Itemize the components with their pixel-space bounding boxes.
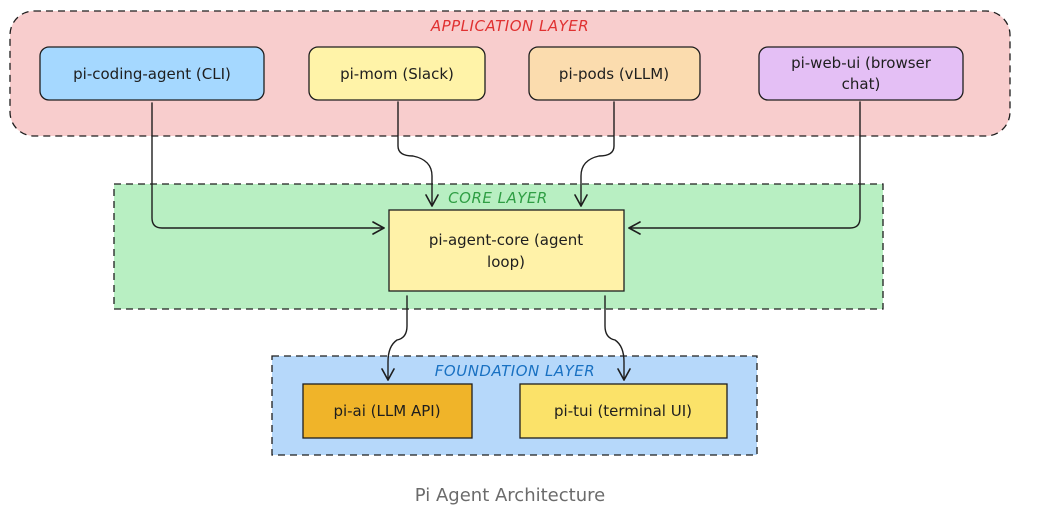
node-pi-pods: pi-pods (vLLM): [528, 46, 701, 101]
node-pi-agent-core-box: [388, 209, 625, 292]
node-pi-agent-core-label-line2: loop): [487, 253, 525, 271]
node-pi-coding-agent: pi-coding-agent (CLI): [39, 46, 265, 101]
arrow-pods-to-core: [574, 101, 615, 207]
diagram-caption: Pi Agent Architecture: [415, 485, 605, 506]
node-pi-web-ui-label-line1: pi-web-ui (browser: [791, 54, 932, 72]
connectors: [151, 101, 861, 381]
node-pi-coding-agent-box: [39, 46, 265, 101]
node-pi-tui-box: [519, 383, 728, 439]
node-pi-ai-label: pi-ai (LLM API): [333, 402, 440, 420]
node-pi-agent-core: pi-agent-core (agent loop): [388, 209, 625, 292]
arrow-core-to-tui: [604, 295, 631, 381]
node-pi-web-ui-label-line2: chat): [842, 75, 881, 93]
node-pi-tui-label: pi-tui (terminal UI): [554, 402, 692, 420]
node-pi-agent-core-label-line1: pi-agent-core (agent: [429, 231, 583, 249]
arrow-web-ui-to-core: [628, 101, 861, 235]
node-pi-mom-box: [308, 46, 486, 101]
node-pi-ai-box: [302, 383, 473, 439]
core-layer-title: CORE LAYER: [448, 189, 548, 207]
node-pi-pods-box: [528, 46, 701, 101]
node-pi-web-ui: pi-web-ui (browser chat): [758, 46, 964, 101]
node-pi-mom: pi-mom (Slack): [308, 46, 486, 101]
foundation-layer-title: FOUNDATION LAYER: [435, 362, 595, 380]
application-layer-title: APPLICATION LAYER: [430, 17, 589, 35]
application-layer: APPLICATION LAYER: [9, 10, 1011, 137]
arrow-mom-to-core: [397, 101, 439, 207]
node-pi-mom-label: pi-mom (Slack): [340, 65, 454, 83]
node-pi-ai: pi-ai (LLM API): [302, 383, 473, 439]
node-pi-web-ui-box: [758, 46, 964, 101]
node-pi-tui: pi-tui (terminal UI): [519, 383, 728, 439]
arrow-coding-agent-to-core: [151, 102, 385, 235]
node-pi-coding-agent-label: pi-coding-agent (CLI): [73, 65, 231, 83]
node-pi-pods-label: pi-pods (vLLM): [559, 65, 669, 83]
application-layer-box: [9, 10, 1011, 137]
arrow-core-to-ai: [381, 295, 408, 381]
